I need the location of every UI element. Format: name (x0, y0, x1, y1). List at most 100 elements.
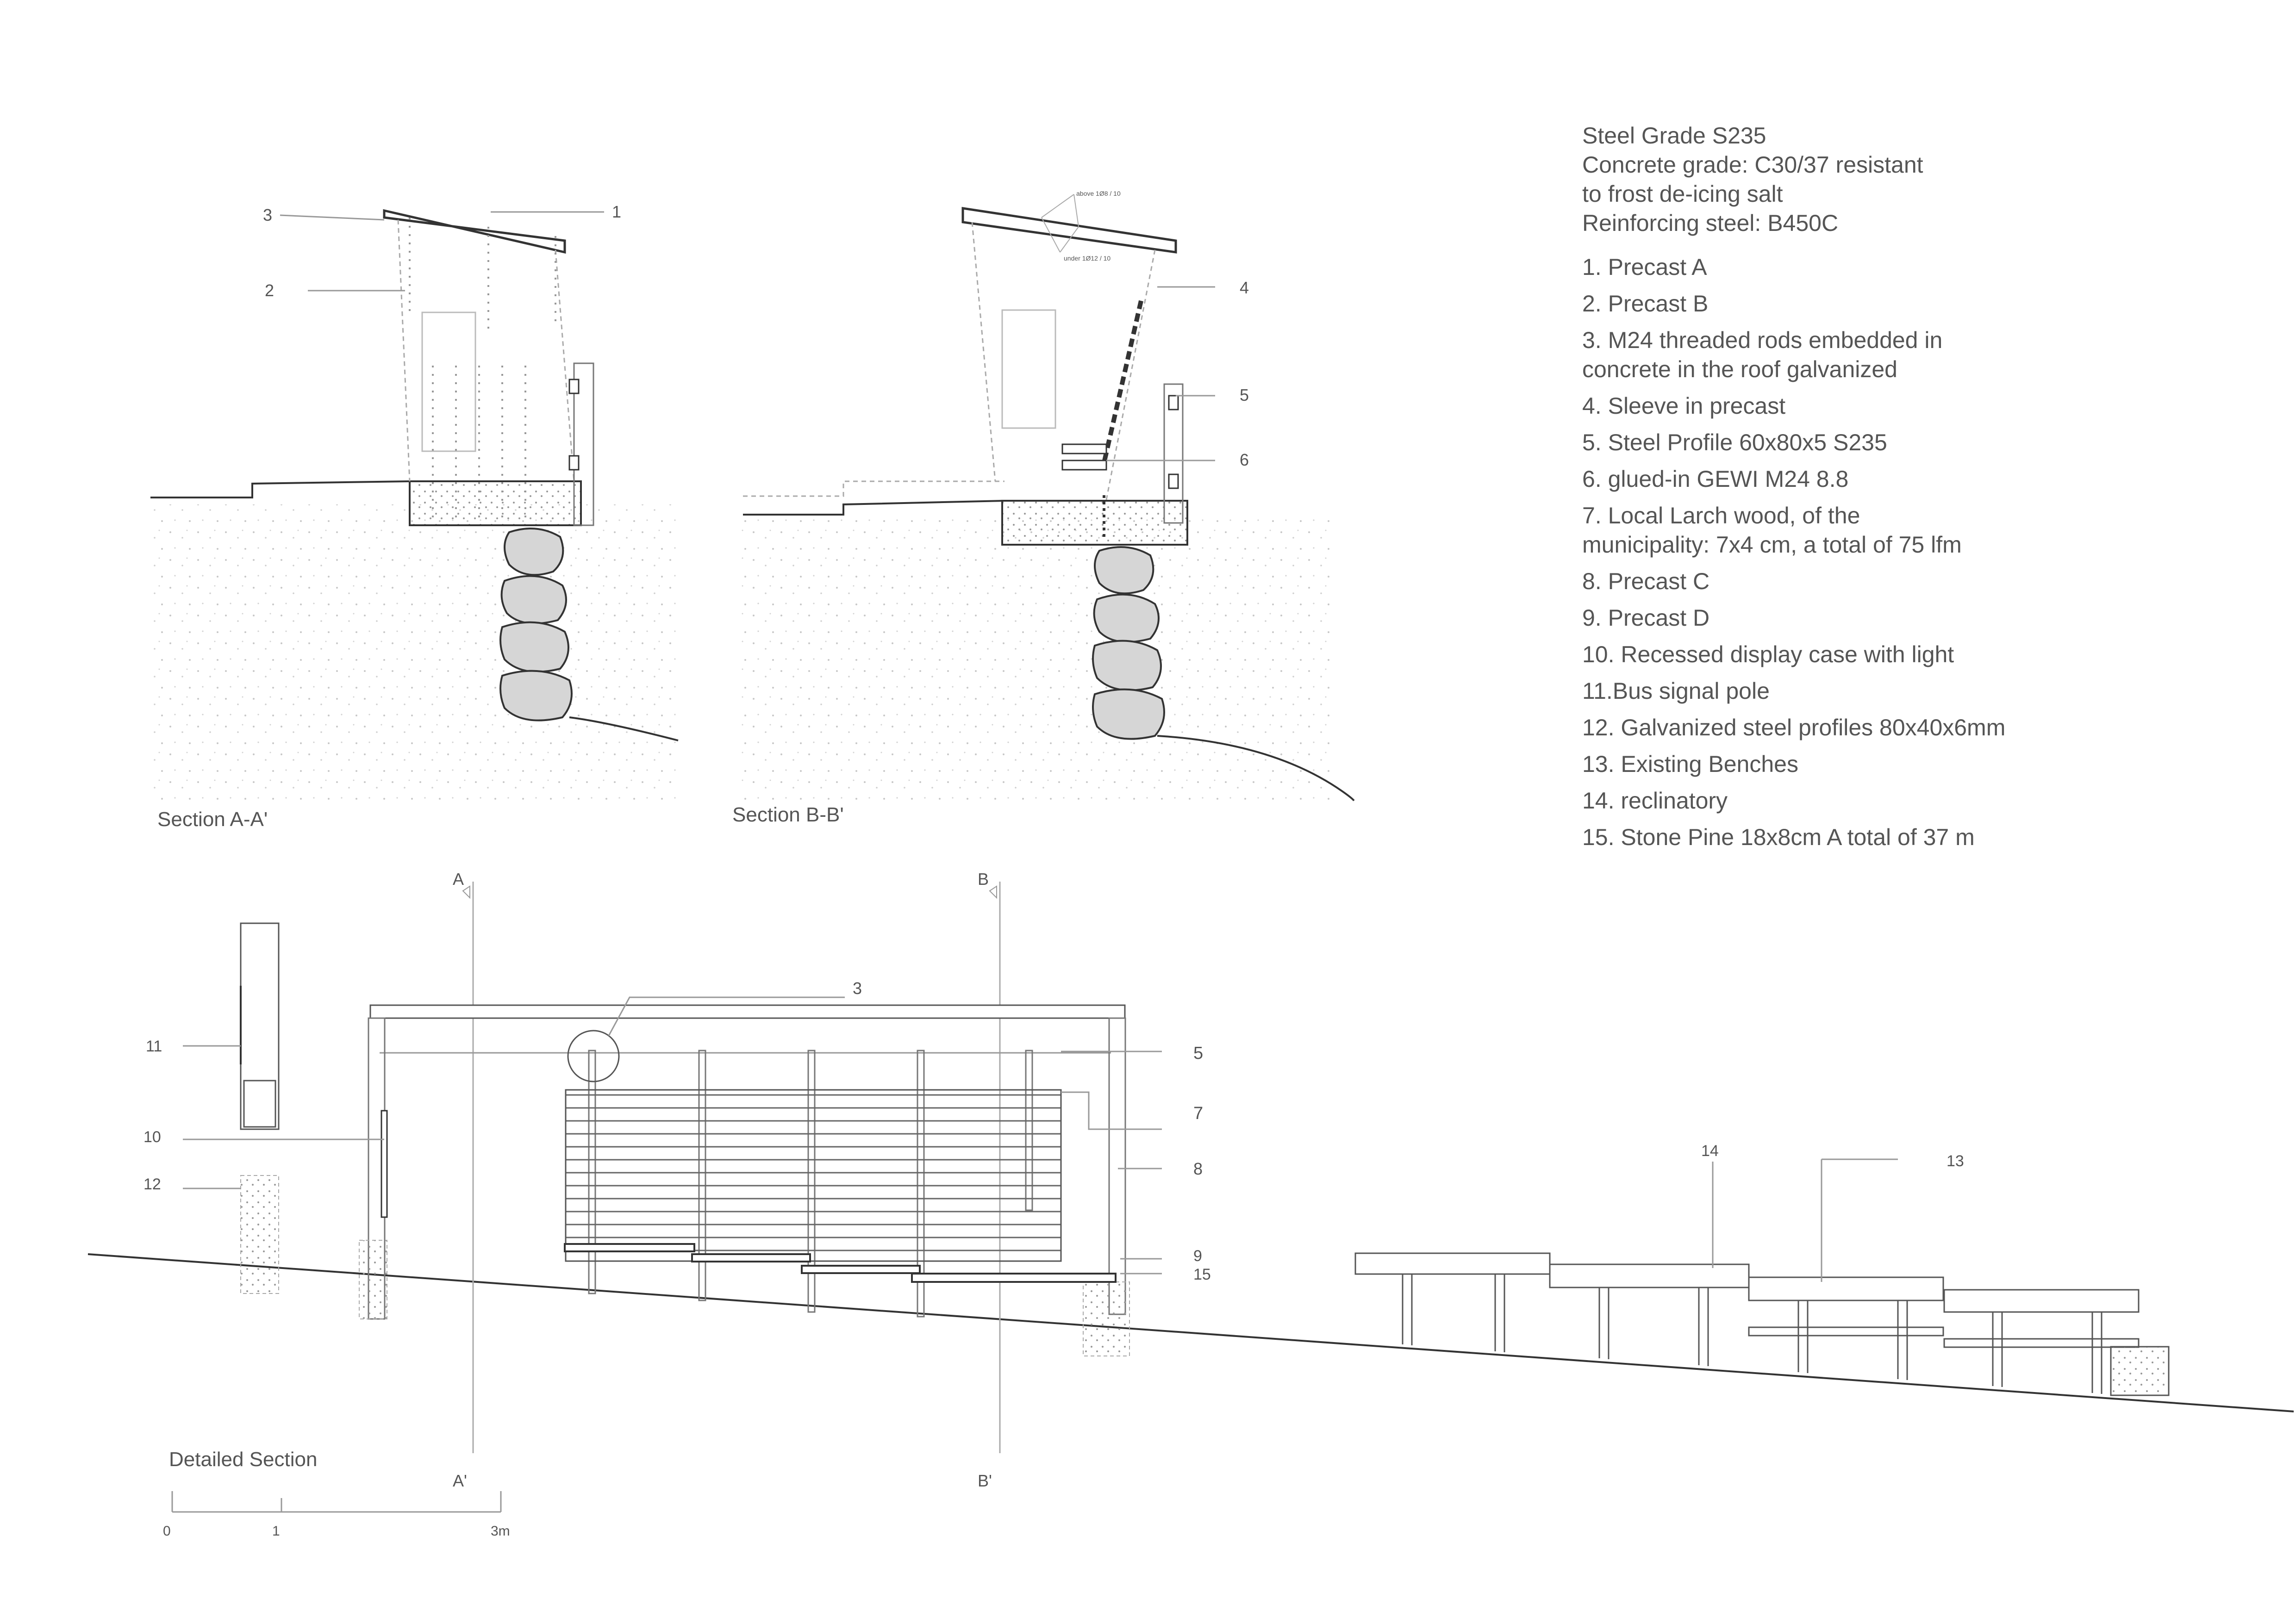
precast-c-column (1108, 1017, 1126, 1315)
detailed-callout-12: 12 (144, 1175, 161, 1193)
detailed-section-title: Detailed Section (169, 1448, 317, 1471)
section-a-wall-right (555, 249, 575, 482)
detailed-section-ground-slope (87, 1253, 2294, 1412)
cut-b-top-label: B (978, 870, 989, 889)
material-specs: Steel Grade S235 Concrete grade: C30/37 … (1582, 121, 2277, 238)
section-b-roof (961, 207, 1177, 254)
section-b-soil (741, 514, 1333, 801)
section-b-leaders (1106, 286, 1215, 461)
legend-item: 6. glued-in GEWI M24 8.8 (1582, 466, 1849, 492)
section-a: 1 2 3 Section A-A' (148, 202, 679, 831)
detailed-callout-13: 13 (1947, 1152, 1964, 1170)
section-a-title: Section A-A' (157, 808, 268, 831)
legend-item: 13. Existing Benches (1582, 751, 1798, 777)
section-a-foundation (409, 480, 582, 526)
display-case (381, 1110, 388, 1218)
detailed-callout-5: 5 (1193, 1044, 1203, 1063)
section-a-wall-left (397, 219, 411, 482)
legend-item: 5. Steel Profile 60x80x5 S235 (1582, 429, 1887, 455)
section-a-window (421, 311, 476, 452)
section-a-threaded-rods (409, 218, 556, 523)
scale-label-3m: 3m (491, 1524, 510, 1539)
section-b-sleeve (1102, 300, 1143, 464)
detailed-callout-9: 9 (1193, 1247, 1202, 1265)
section-b-existing-ground (743, 480, 1004, 497)
section-b-bench-upper (1061, 443, 1107, 454)
spec-steel-grade: Steel Grade S235 (1582, 123, 1766, 149)
section-b-ground-line (743, 500, 1005, 516)
detail-circle-3 (567, 1030, 620, 1082)
section-a-leaders (280, 211, 604, 292)
legend-item: 1. Precast A (1582, 254, 1707, 280)
scale-label-1: 1 (272, 1524, 280, 1539)
detailed-callout-10: 10 (144, 1128, 161, 1146)
detailed-callout-8: 8 (1193, 1159, 1203, 1178)
spec-concrete-grade: Concrete grade: C30/37 resistant (1582, 152, 1923, 178)
section-b-wall-right (1105, 249, 1156, 500)
legend-item: 12. Galvanized steel profiles 80x40x6mm (1582, 715, 2006, 740)
detailed-callout-11: 11 (146, 1038, 162, 1055)
larch-wood-slats (565, 1089, 1062, 1262)
legend-item: 15. Stone Pine 18x8cm A total of 37 m (1582, 824, 1975, 850)
section-b-callout-6: 6 (1240, 450, 1249, 469)
legend-item: 4. Sleeve in precast (1582, 393, 1786, 419)
section-a-roof (383, 209, 566, 254)
precast-left-footing (359, 1240, 387, 1319)
section-b-callout-4: 4 (1240, 278, 1249, 297)
section-b-bench-lower (1061, 460, 1107, 471)
section-a-callout-1: 1 (612, 202, 621, 221)
section-b-steel-profile (1163, 383, 1184, 524)
legend-item: 2. Precast B (1582, 291, 1709, 317)
scale-label-0: 0 (163, 1524, 171, 1539)
roof-beam (369, 1004, 1126, 1019)
section-a-bracket-lower (568, 455, 580, 471)
section-b-retaining-rocks (1092, 546, 1165, 740)
section-a-callout-3: 3 (263, 205, 272, 224)
detailed-callout-3: 3 (853, 979, 862, 998)
legend-item: 8. Precast C (1582, 568, 1710, 594)
section-b-bracket-upper (1168, 395, 1179, 410)
detailed-section-leaders (183, 996, 1898, 1282)
spec-concrete-frost: to frost de-icing salt (1582, 181, 1783, 207)
notes-panel: Steel Grade S235 Concrete grade: C30/37 … (1582, 121, 2277, 859)
legend-item: 10. Recessed display case with light (1582, 641, 1954, 667)
detailed-callout-14: 14 (1701, 1142, 1719, 1160)
stone-pine-seats (564, 1243, 1117, 1283)
section-b-bracket-lower (1168, 473, 1179, 489)
component-legend: 1. Precast A 2. Precast B 3. M24 threade… (1582, 253, 2277, 852)
section-b-window (1001, 309, 1056, 429)
section-b-rebar-under: under 1Ø12 / 10 (1064, 255, 1111, 262)
legend-item: 14. reclinatory (1582, 788, 1728, 814)
section-b-wall-left (971, 222, 996, 482)
cut-a-top-label: A (453, 870, 464, 889)
bench-legs (1402, 1274, 2103, 1394)
section-b-title: Section B-B' (732, 803, 844, 826)
precast-d-footing (1083, 1281, 1130, 1356)
section-b-callout-5: 5 (1240, 386, 1249, 404)
section-a-steel-profile (573, 362, 594, 526)
section-b: above 1Ø8 / 10 under 1Ø12 / 10 4 5 6 Sec… (732, 190, 1355, 826)
detailed-section: A A' B B' (87, 870, 2294, 1539)
bus-signal-panel (243, 1080, 276, 1128)
section-b-rebar-leaders (1041, 194, 1079, 253)
section-a-callout-2: 2 (265, 281, 274, 300)
galvanized-steel-profiles (240, 1175, 279, 1294)
scale-bar: 0 1 3m (163, 1491, 510, 1539)
spec-reinforcing-steel: Reinforcing steel: B450C (1582, 210, 1839, 236)
section-a-ground-line (150, 480, 410, 498)
detailed-callout-7: 7 (1193, 1104, 1203, 1123)
cut-b-bottom-label: B' (978, 1471, 992, 1490)
section-a-soil (148, 504, 676, 801)
cut-arrow-b (989, 885, 997, 899)
section-a-bracket-upper (568, 379, 580, 394)
section-b-rebar-above: above 1Ø8 / 10 (1076, 190, 1121, 197)
cut-a-bottom-label: A' (453, 1471, 467, 1490)
section-b-slope-line (1157, 735, 1355, 802)
legend-item: 11.Bus signal pole (1582, 678, 1770, 704)
section-b-foundation (1001, 500, 1188, 546)
section-a-slope-line (569, 716, 679, 741)
detailed-callout-15: 15 (1193, 1266, 1211, 1283)
